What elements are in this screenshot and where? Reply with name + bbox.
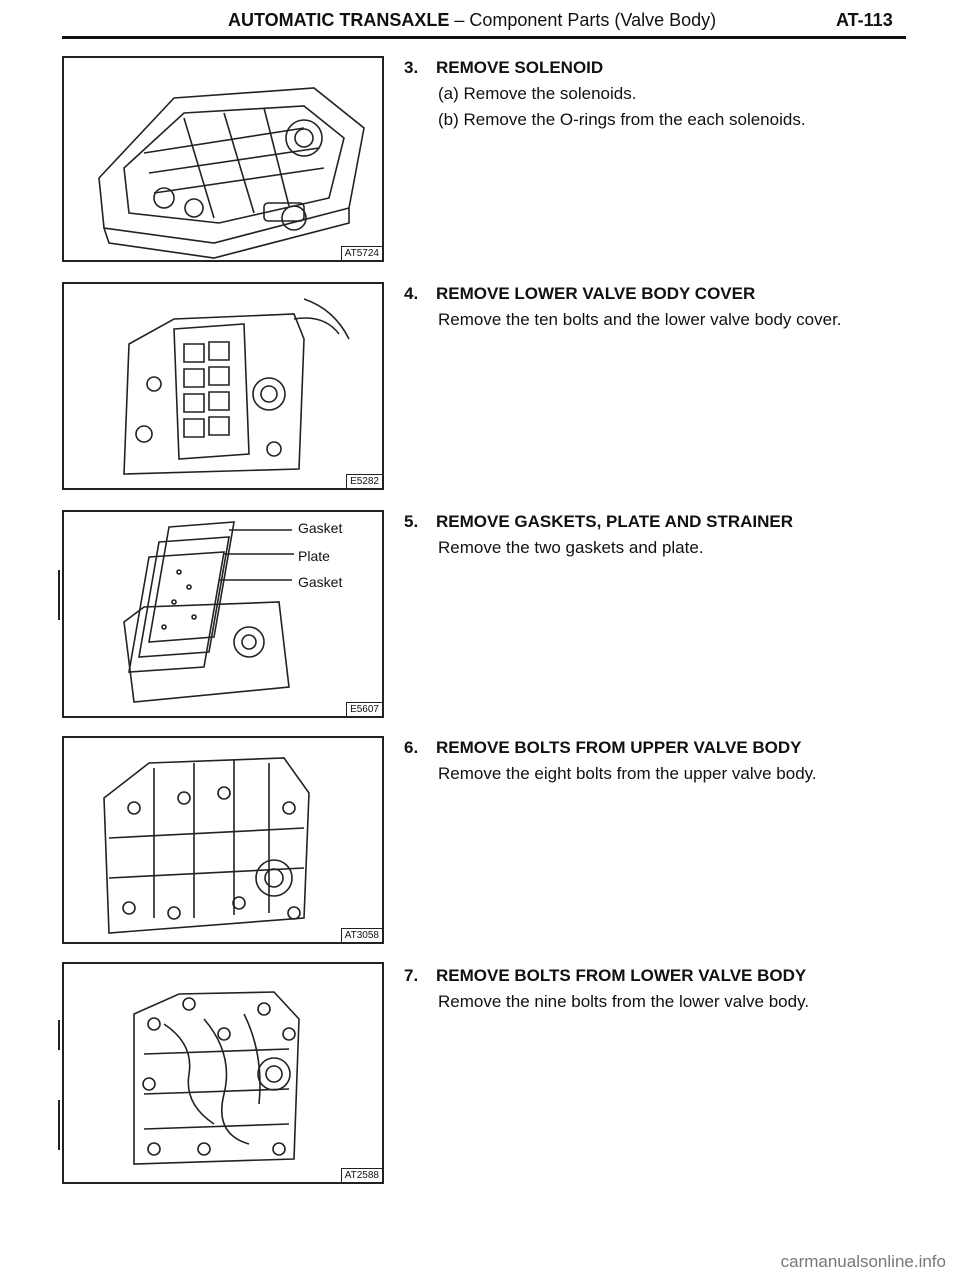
callout-plate: Plate [298, 548, 330, 564]
step-title: REMOVE BOLTS FROM LOWER VALVE BODY [436, 966, 807, 985]
step-title: REMOVE GASKETS, PLATE AND STRAINER [436, 512, 794, 531]
step-number: 6. [404, 738, 419, 757]
step-title: REMOVE SOLENOID [436, 58, 604, 77]
step-title: REMOVE LOWER VALVE BODY COVER [436, 284, 756, 303]
page-title-subsection: – Component Parts (Valve Body) [449, 10, 717, 30]
figure-lower-valve-body: AT2588 [62, 962, 384, 1184]
page-number: AT-113 [836, 10, 893, 30]
figure-code: AT2588 [340, 1168, 382, 1182]
step-instruction: (b) Remove the O-rings from the each sol… [438, 110, 806, 129]
valve-body-illustration [98, 87, 365, 259]
step-heading: 4. REMOVE LOWER VALVE BODY COVER [404, 284, 924, 304]
step-instruction: Remove the two gaskets and plate. [438, 538, 704, 557]
figure-gaskets-plate: Gasket Plate Gasket E5607 [62, 510, 384, 718]
step-3: 3. REMOVE SOLENOID (a) Remove the soleno… [404, 58, 924, 130]
step-number: 3. [404, 58, 419, 77]
margin-mark [58, 1020, 60, 1050]
step-number: 7. [404, 966, 419, 985]
figure-code: E5282 [346, 474, 382, 488]
step-number: 4. [404, 284, 419, 303]
callout-gasket-lower: Gasket [298, 574, 343, 590]
gasket-plate-illustration [123, 521, 294, 703]
step-heading: 7. REMOVE BOLTS FROM LOWER VALVE BODY [404, 966, 924, 986]
site-watermark: carmanualsonline.info [780, 1252, 946, 1271]
step-7: 7. REMOVE BOLTS FROM LOWER VALVE BODY Re… [404, 966, 924, 1012]
figure-code: AT3058 [340, 928, 382, 942]
step-5: 5. REMOVE GASKETS, PLATE AND STRAINER Re… [404, 512, 924, 558]
upper-valve-body-illustration [103, 757, 310, 934]
figure-code: E5607 [346, 702, 382, 716]
margin-mark [58, 570, 60, 620]
margin-mark [58, 1100, 60, 1150]
step-heading: 3. REMOVE SOLENOID [404, 58, 924, 78]
step-6: 6. REMOVE BOLTS FROM UPPER VALVE BODY Re… [404, 738, 924, 784]
valve-body-cover-illustration [123, 298, 350, 475]
figure-lower-cover: E5282 [62, 282, 384, 490]
step-4: 4. REMOVE LOWER VALVE BODY COVER Remove … [404, 284, 924, 330]
step-instruction: Remove the ten bolts and the lower valve… [438, 310, 842, 329]
figure-solenoid: AT5724 [62, 56, 384, 262]
step-title: REMOVE BOLTS FROM UPPER VALVE BODY [436, 738, 802, 757]
step-instruction: Remove the eight bolts from the upper va… [438, 764, 817, 783]
callout-gasket-upper: Gasket [298, 520, 343, 536]
step-heading: 5. REMOVE GASKETS, PLATE AND STRAINER [404, 512, 924, 532]
step-number: 5. [404, 512, 419, 531]
step-instruction: (a) Remove the solenoids. [438, 84, 637, 103]
page-title: AUTOMATIC TRANSAXLE – Component Parts (V… [228, 10, 716, 31]
figure-code: AT5724 [340, 246, 382, 260]
figure-upper-valve-body: AT3058 [62, 736, 384, 944]
header-divider [62, 36, 906, 39]
step-heading: 6. REMOVE BOLTS FROM UPPER VALVE BODY [404, 738, 924, 758]
lower-valve-body-illustration [133, 991, 300, 1165]
page-title-section: AUTOMATIC TRANSAXLE [228, 10, 450, 30]
step-instruction: Remove the nine bolts from the lower val… [438, 992, 810, 1011]
